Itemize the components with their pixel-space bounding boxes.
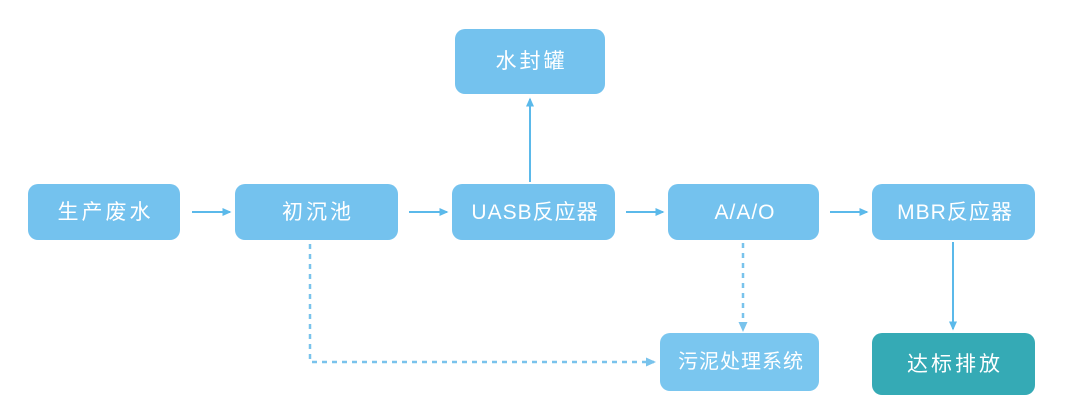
node-label: 水封罐 <box>495 50 568 73</box>
node-aao-reactor[interactable]: A/A/O <box>668 184 819 240</box>
node-label: A/A/O <box>714 200 776 224</box>
node-label: 达标排放 <box>907 352 1003 376</box>
node-uasb-reactor[interactable]: UASB反应器 <box>452 184 615 240</box>
node-sludge-treatment-system[interactable]: 污泥处理系统 <box>660 333 819 391</box>
node-label: 生产废水 <box>57 200 154 224</box>
node-water-seal-tank[interactable]: 水封罐 <box>455 29 605 94</box>
node-production-wastewater[interactable]: 生产废水 <box>28 184 180 240</box>
node-label: 污泥处理系统 <box>678 351 804 373</box>
node-label: 初沉池 <box>282 200 354 224</box>
node-label: MBR反应器 <box>897 200 1013 224</box>
node-primary-sedimentation-tank[interactable]: 初沉池 <box>235 184 398 240</box>
edge-ccc-to-wncl <box>308 244 656 367</box>
node-label: UASB反应器 <box>471 200 599 224</box>
node-mbr-reactor[interactable]: MBR反应器 <box>872 184 1035 240</box>
node-compliant-discharge[interactable]: 达标排放 <box>872 333 1035 395</box>
